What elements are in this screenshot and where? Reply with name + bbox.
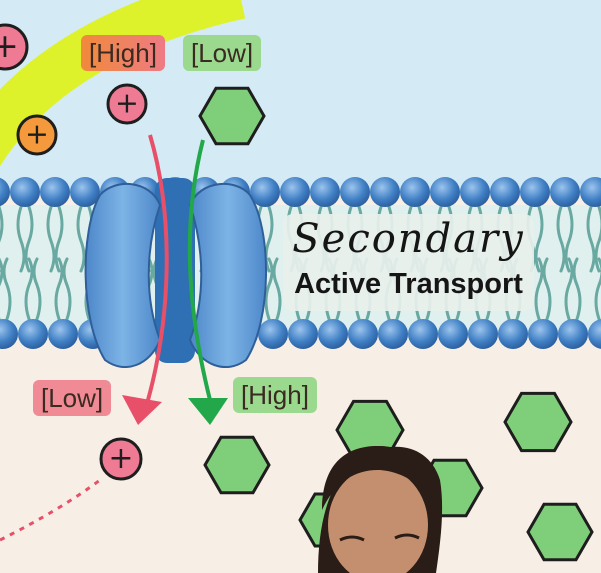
ion-symbol: + (0, 26, 19, 65)
lipid-tail (62, 257, 72, 321)
red-arrowhead (122, 395, 162, 425)
ion: + (99, 437, 143, 481)
lipid-head (408, 319, 438, 349)
lipid-head (370, 177, 400, 207)
ion: + (106, 83, 148, 125)
lipid-head (400, 177, 430, 207)
lipid-tail (54, 257, 64, 321)
lipid-head (490, 177, 520, 207)
lipid-tail (564, 257, 574, 321)
lipid-tail (534, 257, 544, 321)
lipid-tail (586, 205, 596, 273)
yellow-arc-band (0, 0, 246, 167)
lipid-tail (0, 205, 4, 273)
green-arrow (187, 139, 212, 401)
presenter-video (318, 445, 443, 573)
solute-hexagon (198, 86, 266, 146)
lipid-tail (46, 205, 56, 273)
lipid-head (70, 177, 100, 207)
ions: + + + + (0, 23, 148, 481)
lipid-head (468, 319, 498, 349)
green-arrowhead (188, 398, 228, 425)
lipid-head (0, 319, 18, 349)
ion: + (0, 23, 29, 71)
lipid-head (498, 319, 528, 349)
label-high-inside: [High] (233, 377, 317, 413)
ion-symbol: + (25, 118, 49, 151)
lipid-tail (54, 205, 64, 273)
lipid-head (318, 319, 348, 349)
lipid-heads-outer (0, 177, 601, 207)
lipid-tail (564, 205, 574, 273)
lipid-head (378, 319, 408, 349)
lipid-tail (594, 257, 601, 321)
lipid-tail (2, 257, 12, 321)
lipid-tail (24, 257, 34, 321)
lipid-head (588, 319, 601, 349)
lipid-tail (542, 257, 552, 321)
solute-hexagon (503, 391, 573, 453)
lipid-head (0, 177, 10, 207)
title-secondary: Secondary (292, 216, 525, 262)
lipid-tail (572, 257, 582, 321)
lipid-head (580, 177, 601, 207)
label-high-outside: [High] (81, 35, 165, 71)
lipid-tail (24, 205, 34, 273)
lipid-head (520, 177, 550, 207)
lipid-head (310, 177, 340, 207)
lipid-tail (264, 257, 274, 321)
lipid-head (528, 319, 558, 349)
lipid-tail (16, 205, 26, 273)
lipid-head (288, 319, 318, 349)
lipid-head (280, 177, 310, 207)
lipid-head (460, 177, 490, 207)
lipid-head (250, 177, 280, 207)
label-low-inside: [Low] (33, 380, 112, 416)
lipid-tail (32, 257, 42, 321)
lipid-tail (272, 257, 282, 321)
lipid-tail (534, 205, 544, 273)
lipid-head (48, 319, 78, 349)
lipid-head (348, 319, 378, 349)
red-arrow (146, 134, 169, 401)
lipid-head (558, 319, 588, 349)
lipid-tail (0, 257, 4, 321)
label-low-outside: [Low] (183, 35, 262, 71)
lipid-head (10, 177, 40, 207)
lipid-head (550, 177, 580, 207)
lipid-tail (594, 205, 601, 273)
lipid-tail (556, 205, 566, 273)
dotted-path (0, 478, 101, 542)
lipid-head (430, 177, 460, 207)
lipid-head (340, 177, 370, 207)
lipid-head (258, 319, 288, 349)
title-box: Secondary Active Transport (283, 214, 534, 311)
lipid-head (18, 319, 48, 349)
ion-symbol: + (108, 441, 133, 476)
transport-protein (84, 178, 267, 369)
lipid-head (438, 319, 468, 349)
intracellular-region (0, 340, 601, 573)
solute-hexagon (203, 435, 271, 495)
ion: + (16, 114, 58, 156)
ion-symbol: + (115, 87, 139, 120)
solute-hexagon (526, 502, 594, 562)
lipid-tail (76, 205, 86, 273)
lipid-head (40, 177, 70, 207)
title-active-transport: Active Transport (294, 268, 523, 300)
